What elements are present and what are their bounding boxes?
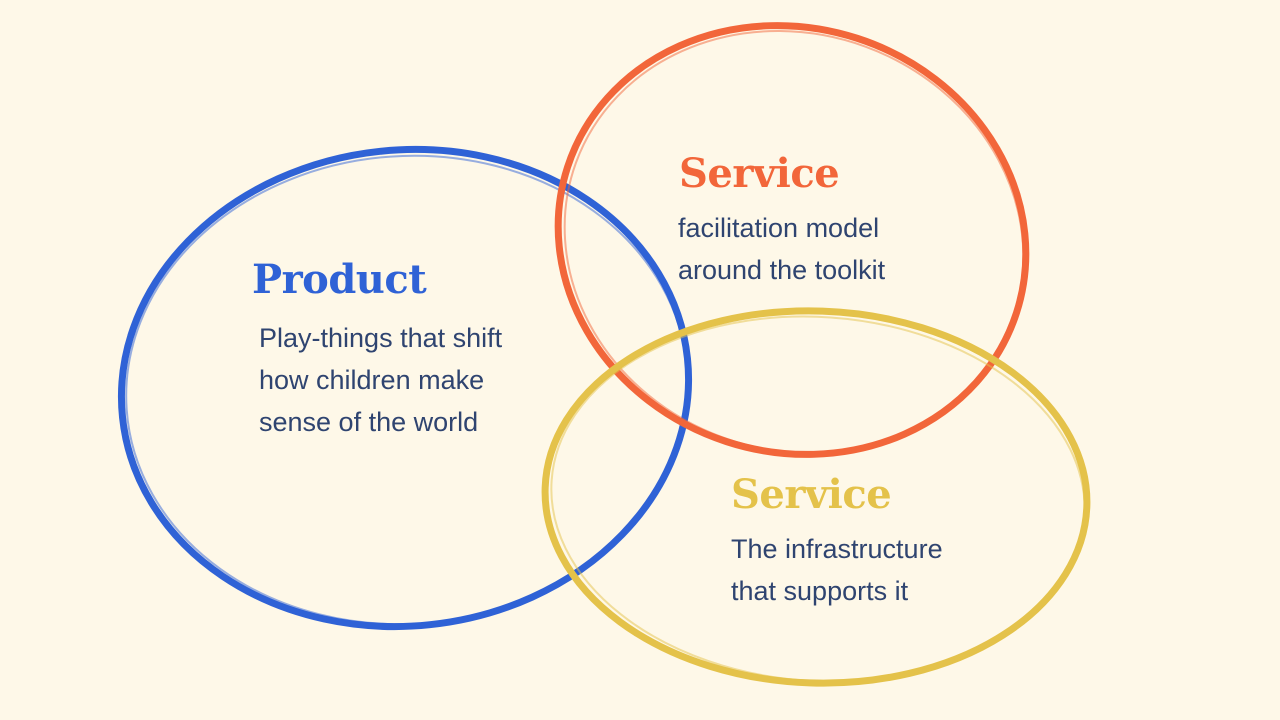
service-orange-ring [554,22,1030,458]
service-top-title: Service [679,150,840,197]
service-bottom-line: that supports it [731,576,909,606]
product-ring [117,145,693,631]
product-line: sense of the world [259,407,479,437]
service-top-line: around the toolkit [678,255,886,285]
product-line: how children make [259,365,485,395]
service-top-line: facilitation model [678,213,880,243]
product-description: Play-things that shift how children make… [259,317,502,443]
service-bottom-title: Service [731,471,892,518]
service-yellow-ring [541,307,1091,687]
service-bottom-description: The infrastructure that supports it [731,528,943,612]
product-title: Product [252,256,427,303]
service-top-description: facilitation model around the toolkit [678,207,885,291]
product-line: Play-things that shift [259,323,503,353]
service-bottom-line: The infrastructure [731,534,943,564]
